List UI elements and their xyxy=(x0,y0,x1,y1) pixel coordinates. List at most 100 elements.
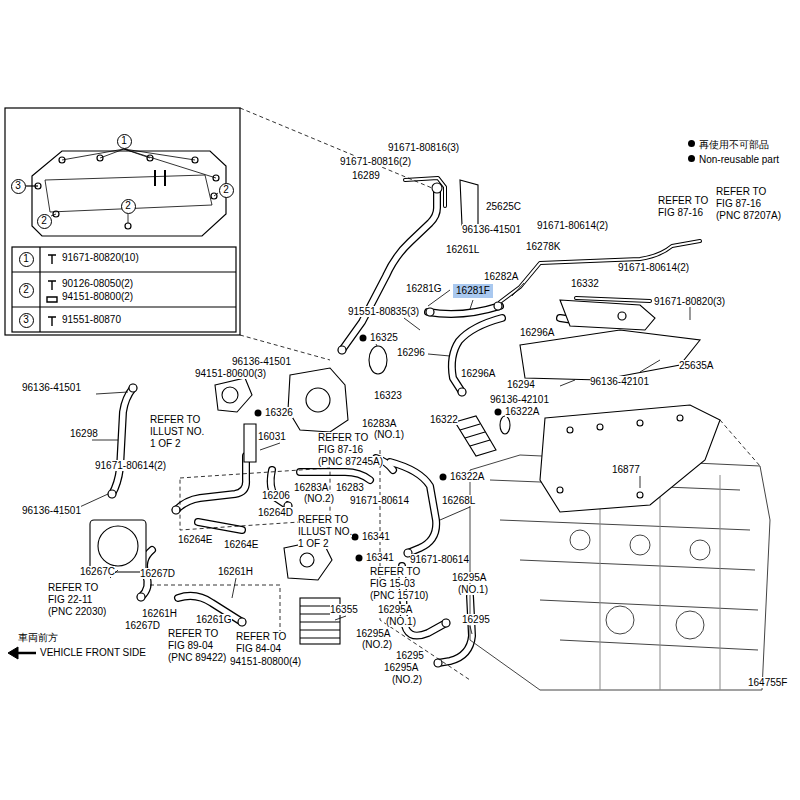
illustration-shape xyxy=(460,424,490,446)
highlighted-part-box: 16281F xyxy=(453,284,493,298)
part-number: 91671-80614 xyxy=(410,554,469,565)
label-anchor: REFER TO FIG 22-11 (PNC 22030) xyxy=(48,582,110,618)
illustration-shape xyxy=(260,443,280,450)
label-anchor: 164755F xyxy=(748,677,787,689)
illustration-shape xyxy=(405,178,700,302)
label-anchor: 16281G xyxy=(406,283,442,295)
reference-note: REFER TO ILLUST NO. 1 OF 2 xyxy=(150,414,204,449)
label-anchor: REFER TO FIG 87-16 (PNC 87207A) xyxy=(716,186,784,222)
illustration-shape xyxy=(45,175,212,212)
part-number: 16295A xyxy=(356,628,390,639)
label-anchor: 16267D xyxy=(125,620,160,632)
illustration-shape xyxy=(62,149,216,178)
illustration-shape xyxy=(47,255,57,326)
label-anchor: 16267D xyxy=(140,568,175,580)
label-anchor: 91551-80870 xyxy=(62,314,121,326)
label-anchor: 94151-80600(3) xyxy=(195,368,266,380)
label-anchor: 16341 xyxy=(366,552,394,564)
illustration-shape xyxy=(338,346,346,354)
label-anchor: 16289 xyxy=(352,170,380,182)
label-anchor: 16295A xyxy=(452,572,486,584)
label-anchor: REFER TO FIG 89-04 (PNC 89422) xyxy=(168,628,230,664)
label-anchor: 96136-42101 xyxy=(590,376,649,388)
part-number: (NO.2) xyxy=(362,639,392,650)
illustration-shape xyxy=(405,178,700,302)
label-anchor: REFER TO ILLUST NO. 1 OF 2 xyxy=(298,514,356,550)
callout-circle: 2 xyxy=(121,199,136,214)
label-anchor: 16323 xyxy=(374,390,402,402)
label-anchor: 16322A xyxy=(450,471,484,483)
part-number: (NO.1) xyxy=(374,429,404,440)
part-number: (NO.2) xyxy=(392,674,422,685)
table-cell: 91671-80820(10) xyxy=(62,252,139,263)
label-anchor: REFER TO ILLUST NO. 1 OF 2 xyxy=(150,414,208,450)
label-anchor: 91671-80816(2) xyxy=(340,156,411,168)
part-number: 94151-80600(3) xyxy=(195,368,266,379)
part-number: 16283A xyxy=(362,418,396,429)
part-number: 16298 xyxy=(70,428,98,439)
illustration-shape xyxy=(500,416,510,434)
illustration-shape xyxy=(51,193,218,223)
label-anchor: 16326 xyxy=(265,407,293,419)
label-anchor: 16341 xyxy=(362,531,390,543)
vehicle-front-arrow xyxy=(8,647,36,659)
part-number: (NO.2) xyxy=(304,493,334,504)
dashed-guide xyxy=(150,108,760,680)
illustration-shape xyxy=(470,626,472,634)
label-anchor: 96136-42101 xyxy=(490,394,549,406)
label-anchor: 16261H xyxy=(142,608,177,620)
callout-number: 2 xyxy=(223,184,229,196)
illustration-shape xyxy=(215,378,252,412)
label-anchor: 16283 xyxy=(336,482,364,494)
part-number: 16295 xyxy=(462,614,490,625)
part-number: 16264E xyxy=(178,534,212,545)
part-number: 16341 xyxy=(366,552,394,563)
part-number: 16332 xyxy=(571,278,599,289)
label-anchor: 16296A xyxy=(461,368,495,380)
illustration-shape xyxy=(630,535,650,555)
table-cell: 91551-80870 xyxy=(62,314,121,325)
illustration-shape xyxy=(352,534,359,541)
illustration-shape xyxy=(404,318,420,330)
label-anchor: VEHICLE FRONT SIDE xyxy=(40,647,146,659)
part-number: 96136-42101 xyxy=(590,376,649,387)
illustration-shape xyxy=(606,606,634,634)
label-anchor: 91551-80835(3) xyxy=(348,306,419,318)
label-anchor: 16298 xyxy=(70,428,98,440)
illustration-shape xyxy=(560,380,575,386)
part-number: 16296A xyxy=(461,368,495,379)
reference-note: REFER TO FIG 87-16 (PNC 87207A) xyxy=(716,186,781,221)
part-number: 96136-41501 xyxy=(22,505,81,516)
label-anchor: 94151-80800(4) xyxy=(230,656,301,668)
drawing-number: 164755F xyxy=(748,677,787,688)
illustration-shape xyxy=(172,506,180,514)
label-anchor: 91671-80816(3) xyxy=(388,142,459,154)
illustration-shape xyxy=(640,360,660,372)
label-anchor: 16295A xyxy=(378,604,412,616)
label-anchor: (NO.2) xyxy=(362,639,392,651)
callout-number: 2 xyxy=(23,284,29,296)
illustration-shape xyxy=(92,440,118,441)
part-number: 16322 xyxy=(430,414,458,425)
part-number: 16341 xyxy=(362,531,390,542)
part-number: 94151-80800(4) xyxy=(230,656,301,667)
label-anchor: (NO.1) xyxy=(458,584,488,596)
illustration-shape xyxy=(96,392,128,394)
part-number: 16281F xyxy=(456,285,490,296)
legend-row: 再使用不可部品 xyxy=(688,139,769,151)
legend-row: Non-reusable part xyxy=(688,154,779,166)
label-anchor: 16296 xyxy=(397,347,425,359)
part-number: 91671-80820(3) xyxy=(654,296,725,307)
label-anchor: 94151-80800(2) xyxy=(62,291,133,303)
part-number: 16264D xyxy=(258,507,293,518)
part-number: 16267D xyxy=(140,568,175,579)
illustration-shape xyxy=(376,344,377,346)
pipe-fill xyxy=(405,178,700,302)
part-number: 16295A xyxy=(378,604,412,615)
label-anchor: 16295A xyxy=(384,662,418,674)
illustration-shape xyxy=(690,540,710,560)
label-anchor: 16261G xyxy=(196,614,232,626)
illustration-shape xyxy=(540,405,720,512)
illustration-shape xyxy=(222,387,238,403)
illustration-shape xyxy=(90,520,146,572)
